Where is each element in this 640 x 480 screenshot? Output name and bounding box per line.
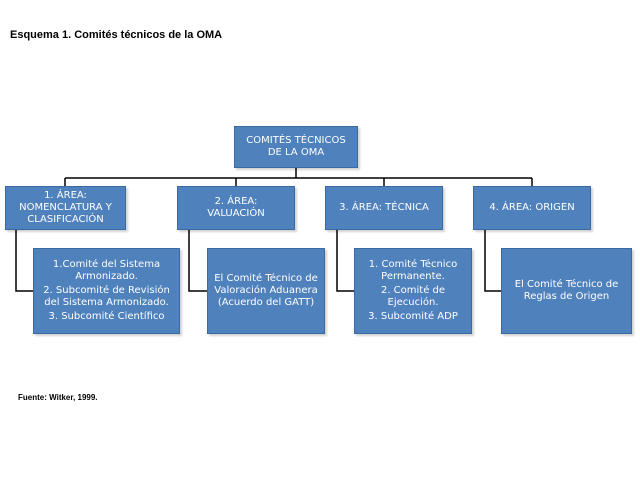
committee-item: 1.Comité del Sistema Armonizado. [52,259,161,282]
connector-child-3 [336,230,354,292]
connector-child-2 [188,230,207,292]
committee-item: 3. Subcomité Científico [48,311,165,322]
connector-child-1 [15,230,33,292]
committee-item: El Comité Técnico de Valoración Aduanera… [214,273,318,308]
source-note: Fuente: Witker, 1999. [18,393,98,402]
root-label-line: COMITÉS TÉCNICOS [246,135,346,146]
committee-item: 2. Comité de Ejecución. [380,285,446,308]
area-label-line: CLASIFICACIÓN [27,214,104,225]
root-label-line: DE LA OMA [267,147,325,158]
area-label-line: 4. ÁREA: ORIGEN [489,202,575,213]
area-label-line: NOMENCLATURA Y [19,202,112,213]
child-box-valuacion-committee: El Comité Técnico de Valoración Aduanera… [207,248,325,334]
committee-item: 2. Subcomité de Revisión del Sistema Arm… [43,285,170,308]
root-box-comites-tecnicos: COMITÉS TÉCNICOS DE LA OMA [234,126,358,168]
area-box-nomenclatura: 1. ÁREA: NOMENCLATURA Y CLASIFICACIÓN [5,186,126,230]
connector-child-4 [484,230,501,292]
child-box-tecnica-committees: 1. Comité Técnico Permanente. 2. Comité … [354,248,472,334]
figure-title: Esquema 1. Comités técnicos de la OMA [10,29,223,41]
area-box-tecnica: 3. ÁREA: TÉCNICA [325,186,443,230]
committee-item: 1. Comité Técnico Permanente. [368,259,458,282]
area-box-valuacion: 2. ÁREA: VALUACIÓN [177,186,295,230]
area-label-line: 1. ÁREA: [44,190,87,201]
child-box-nomenclatura-committees: 1.Comité del Sistema Armonizado. 2. Subc… [33,248,180,334]
child-box-origen-committee: El Comité Técnico de Reglas de Origen [501,248,632,334]
committee-item: El Comité Técnico de Reglas de Origen [514,279,619,302]
area-box-origen: 4. ÁREA: ORIGEN [473,186,591,230]
area-label-line: VALUACIÓN [207,208,265,219]
area-label-line: 2. ÁREA: [214,196,258,207]
committee-item: 3. Subcomité ADP [368,311,458,322]
area-label-line: 3. ÁREA: TÉCNICA [339,202,429,213]
